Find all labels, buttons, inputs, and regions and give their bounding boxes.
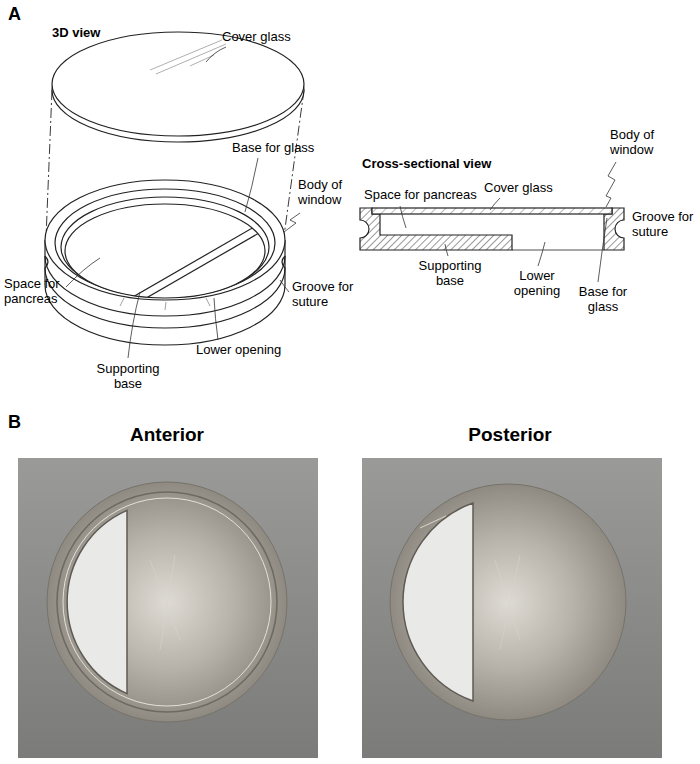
guide-line [46,90,52,238]
cover-glass [52,32,304,136]
part-label: Base for glass [572,285,634,314]
window-rim [57,492,277,712]
leader-line [66,258,100,287]
leader-line [598,218,607,282]
panel-letter: A [8,4,21,24]
part-label: Groove for suture [292,280,362,309]
part-label: Supporting base [410,259,490,288]
leader-line [280,280,289,292]
leader-line [490,198,500,210]
part-label: Cover glass [484,181,553,196]
leader-line [245,158,258,212]
panel-letter: B [8,412,21,432]
pancreas-space [65,204,265,298]
photo-background [18,458,318,758]
leader-line [128,292,140,358]
part-label: Space for pancreas [364,188,477,203]
view-title: Posterior [410,424,610,445]
leader-line [214,298,218,340]
glass-glint [150,40,226,74]
view-title: Cross-sectional view [362,157,491,172]
part-label: Body of window [298,178,358,207]
part-label: Body of window [610,128,672,157]
window-opening [403,503,473,701]
part-label: Cover glass [222,30,291,45]
supporting-base-edge [122,222,278,312]
supporting-base-edge [112,309,122,312]
window-opening [67,510,127,693]
part-label: Base for glass [232,141,314,156]
cover-glass-section [372,208,612,214]
view-title: 3D view [52,26,100,41]
metal-sheen [150,555,180,650]
leader-line [538,242,545,266]
part-label: Lower opening [505,269,569,298]
window-photo [390,484,626,720]
glass-base-ledge [61,197,269,297]
leader-line [206,47,226,62]
leader-line [445,244,448,256]
metal-sheen [495,555,520,650]
part-label: Supporting base [88,362,168,391]
part-label: Lower opening [196,343,281,358]
window-rim [63,498,271,706]
part-label: Space for pancreas [4,277,70,306]
supporting-base-edge [112,219,268,309]
leader-line [606,162,616,207]
view-title: Anterior [67,424,267,445]
part-label: Groove for suture [632,210,696,239]
lower-opening-edge [512,250,604,251]
leader-line [400,206,406,228]
leader-line [284,213,300,232]
photo-background [362,458,662,758]
window-photo [47,482,287,722]
metal-scratch [420,516,446,528]
